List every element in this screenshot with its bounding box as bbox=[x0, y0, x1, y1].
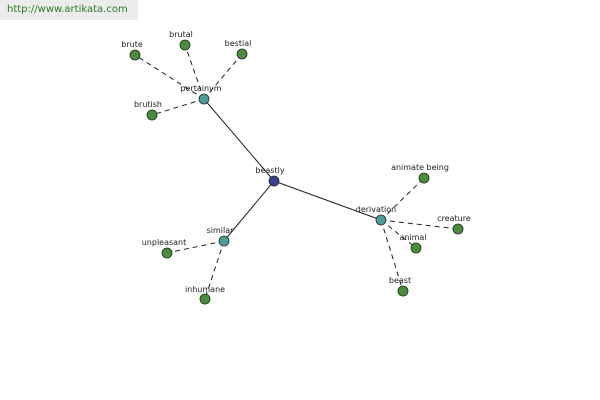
edge-derivation-beast bbox=[380, 219, 404, 292]
label-inhumane[interactable]: inhumane bbox=[185, 285, 225, 294]
source-url[interactable]: http://www.artikata.com bbox=[0, 0, 138, 20]
edge-pertainym-brute bbox=[134, 54, 205, 100]
label-beast[interactable]: beast bbox=[389, 276, 411, 285]
node-brute[interactable] bbox=[129, 49, 141, 61]
label-derivation[interactable]: derivation bbox=[356, 205, 396, 214]
edge-pertainym-brutal bbox=[184, 44, 205, 100]
node-similar[interactable] bbox=[218, 235, 230, 247]
label-animal[interactable]: animal bbox=[399, 233, 426, 242]
node-beastly[interactable] bbox=[268, 175, 280, 187]
label-bestial[interactable]: bestial bbox=[225, 39, 252, 48]
node-bestial[interactable] bbox=[236, 48, 248, 60]
edge-derivation-animal bbox=[380, 219, 417, 249]
label-brute[interactable]: brute bbox=[121, 40, 143, 49]
node-creature[interactable] bbox=[452, 223, 464, 235]
edge-derivation-creature bbox=[380, 219, 459, 230]
node-inhumane[interactable] bbox=[199, 293, 211, 305]
label-similar[interactable]: similar bbox=[207, 226, 235, 235]
label-creature[interactable]: creature bbox=[437, 214, 471, 223]
graph-nodes bbox=[129, 39, 464, 305]
node-brutal[interactable] bbox=[179, 39, 191, 51]
edge-beastly-similar bbox=[223, 180, 275, 242]
edge-similar-inhumane bbox=[204, 240, 225, 300]
label-pertainym[interactable]: pertainym bbox=[180, 84, 221, 93]
graph-edges bbox=[134, 44, 459, 300]
node-pertainym[interactable] bbox=[198, 93, 210, 105]
node-animal[interactable] bbox=[410, 242, 422, 254]
edge-beastly-derivation bbox=[273, 180, 382, 221]
edge-similar-unpleasant bbox=[166, 240, 225, 254]
node-unpleasant[interactable] bbox=[161, 247, 173, 259]
node-animate-being[interactable] bbox=[418, 172, 430, 184]
node-beast[interactable] bbox=[397, 285, 409, 297]
edge-derivation-animate-being bbox=[380, 177, 425, 221]
edge-pertainym-bestial bbox=[203, 53, 243, 100]
label-brutish[interactable]: brutish bbox=[134, 100, 162, 109]
label-brutal[interactable]: brutal bbox=[169, 30, 193, 39]
edge-pertainym-brutish bbox=[151, 98, 205, 116]
node-derivation[interactable] bbox=[375, 214, 387, 226]
graph-labels: beastly pertainym brute brutal bestial brutis… bbox=[121, 30, 471, 294]
label-beastly[interactable]: beastly bbox=[255, 166, 284, 175]
label-unpleasant[interactable]: unpleasant bbox=[142, 238, 187, 247]
label-animate-being[interactable]: animate being bbox=[391, 163, 449, 172]
node-brutish[interactable] bbox=[146, 109, 158, 121]
edge-beastly-pertainym bbox=[203, 98, 275, 182]
